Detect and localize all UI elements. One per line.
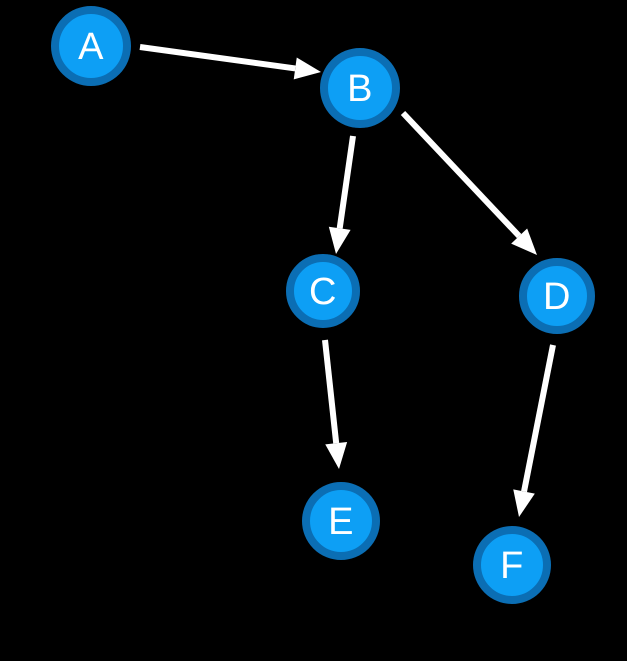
node-label: B (347, 68, 373, 110)
edge-shaft (139, 44, 296, 72)
edge-arrowhead-icon (328, 226, 351, 254)
graph-node-d[interactable]: D (519, 258, 595, 334)
node-circle (51, 6, 131, 86)
edges-layer (139, 44, 556, 517)
graph-node-e[interactable]: E (302, 482, 380, 560)
node-label: C (309, 271, 337, 313)
graph-edge[interactable] (513, 344, 556, 517)
edge-arrowhead-icon (325, 441, 348, 469)
graph-edge[interactable] (400, 110, 537, 255)
node-label: E (328, 501, 354, 543)
graph-node-b[interactable]: B (320, 48, 400, 128)
node-circle (286, 254, 360, 328)
edge-shaft (400, 110, 522, 239)
graph-node-c[interactable]: C (286, 254, 360, 328)
edge-shaft (322, 339, 340, 444)
node-circle (473, 526, 551, 604)
edge-shaft (336, 135, 356, 229)
node-circle (320, 48, 400, 128)
node-label: A (78, 26, 104, 68)
node-circle (519, 258, 595, 334)
nodes-layer: A B C D E F (51, 6, 595, 604)
graph-edge[interactable] (139, 44, 321, 80)
graph-edge[interactable] (328, 135, 356, 254)
edge-arrowhead-icon (513, 489, 535, 517)
edge-shaft (521, 344, 556, 493)
graph-node-f[interactable]: F (473, 526, 551, 604)
node-circle (302, 482, 380, 560)
node-label: F (500, 545, 524, 587)
edge-arrowhead-icon (511, 228, 537, 255)
graph-node-a[interactable]: A (51, 6, 131, 86)
edge-arrowhead-icon (293, 57, 321, 80)
graph-edge[interactable] (322, 339, 348, 469)
node-label: D (543, 276, 571, 318)
